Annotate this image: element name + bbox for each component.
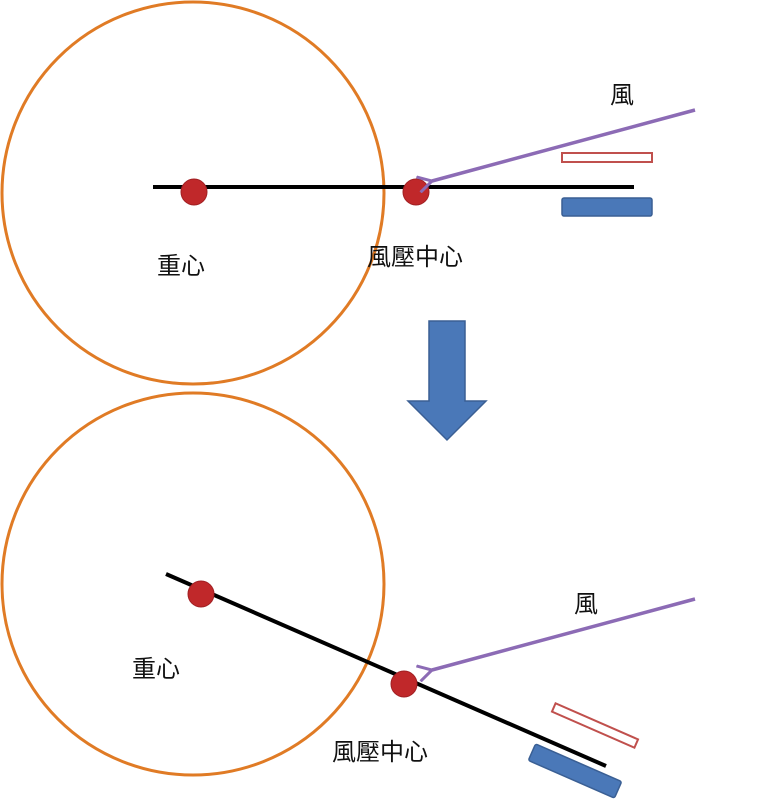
top-center-of-gravity-point [180, 178, 208, 206]
bottom-center-of-pressure-point [390, 670, 418, 698]
bottom-wind-label: 風 [574, 590, 598, 618]
bottom-filled-plate [528, 743, 622, 799]
top-filled-plate [561, 197, 653, 217]
bottom-beam [165, 572, 607, 768]
bottom-rotation-circle [0, 391, 386, 777]
bottom-center-of-gravity-point [187, 580, 215, 608]
bottom-center-of-pressure-label: 風壓中心 [332, 738, 428, 766]
top-center-of-pressure-label: 風壓中心 [367, 243, 463, 271]
bottom-wind-arrow [432, 597, 696, 670]
top-center-of-gravity-label: 重心 [157, 252, 205, 280]
bottom-center-of-gravity-label: 重心 [132, 655, 180, 683]
top-rotation-circle [0, 0, 386, 386]
top-outlined-plate [561, 152, 653, 163]
top-wind-label: 風 [610, 81, 634, 109]
top-wind-arrow [432, 108, 696, 181]
transition-down-arrow [406, 320, 488, 442]
bottom-outlined-plate [550, 702, 640, 749]
top-center-of-pressure-point [402, 178, 430, 206]
